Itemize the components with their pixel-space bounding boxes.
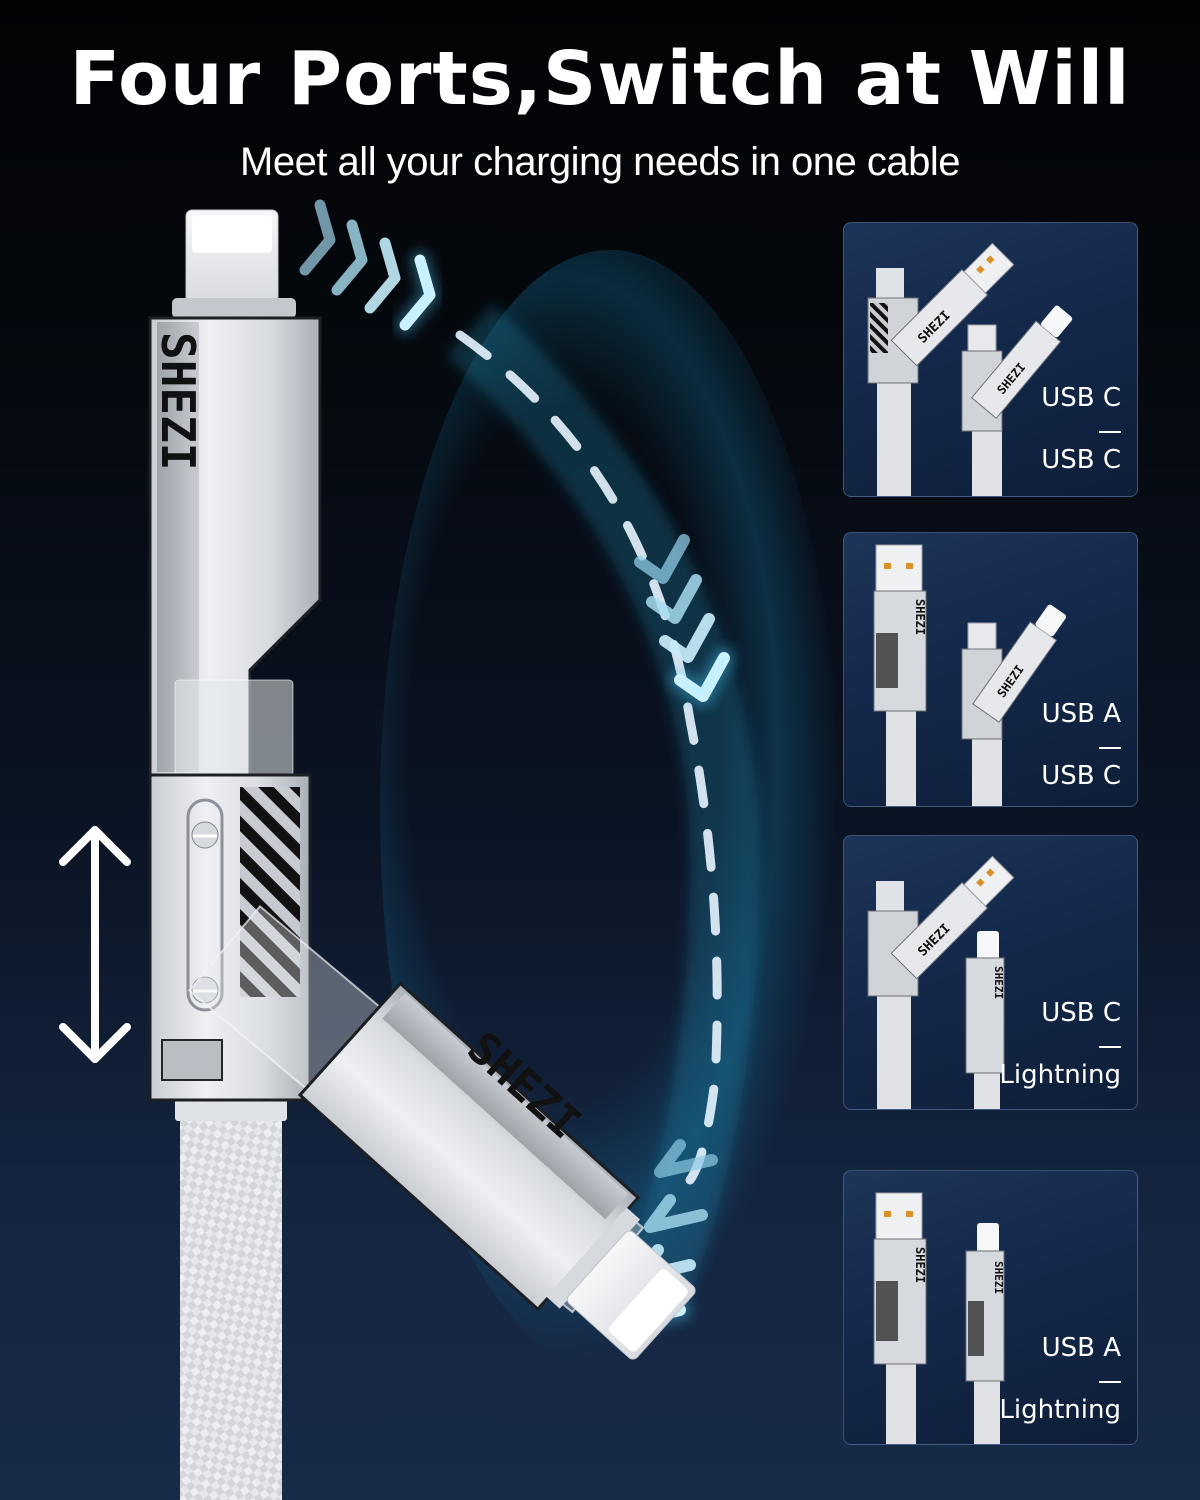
double-vertical-arrow-icon [59,826,131,1063]
brand-logo: SHEZI [151,332,205,470]
combo-top-label: USB C [1041,998,1121,1028]
mini-cable-pair-illustration: SHEZI SHEZI [873,544,1067,806]
headline: Four Ports,Switch at Will [69,36,1131,122]
mini-cable-pair-illustration: SHEZI SHEZI [873,1192,1005,1444]
combo-separator [1099,431,1121,433]
combo-panel-usbc-usbc: SHEZI SHEZI USB C USB C [843,222,1138,497]
combo-panel-usba-usbc: SHEZI SHEZI USB A USB C [843,532,1138,807]
svg-text:SHEZI: SHEZI [992,966,1005,999]
mini-cable-pair-illustration: SHEZI SHEZI [867,242,1073,496]
svg-text:SHEZI: SHEZI [992,1261,1005,1294]
combo-bottom-label: Lightning [999,1395,1121,1425]
combo-bottom-label: Lightning [999,1060,1121,1090]
svg-text:SHEZI: SHEZI [913,599,927,635]
combo-bottom-label: USB C [1041,761,1121,791]
combo-top-label: USB A [1041,699,1121,729]
cable-illustration: SHEZI SHEZI [148,209,696,1500]
combo-top-label: USB C [1041,383,1121,413]
combo-panel-usba-lightning: SHEZI SHEZI USB A Lightning [843,1170,1138,1445]
combo-panel-usbc-lightning: SHEZI SHEZI USB C Lightning [843,835,1138,1110]
combo-separator [1099,747,1121,749]
subheadline: Meet all your charging needs in one cabl… [240,140,960,184]
svg-text:SHEZI: SHEZI [913,1247,927,1283]
combo-separator [1099,1381,1121,1383]
mini-cable-pair-illustration: SHEZI SHEZI [867,855,1015,1109]
combo-top-label: USB A [1041,1333,1121,1363]
combo-separator [1099,1046,1121,1048]
combo-bottom-label: USB C [1041,445,1121,475]
